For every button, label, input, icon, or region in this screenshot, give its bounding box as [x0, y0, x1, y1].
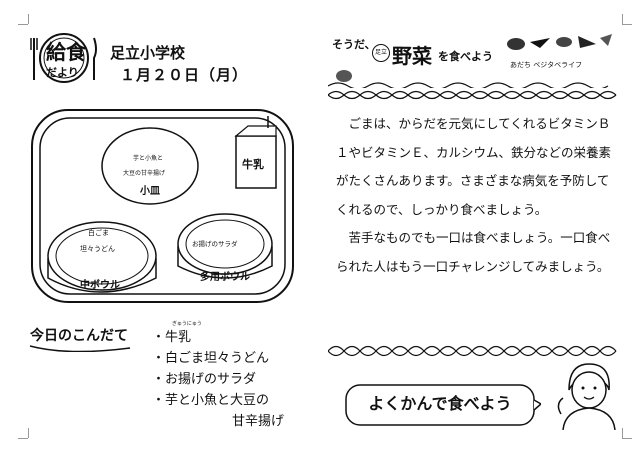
multi-bowl-text: お揚げのサラダ — [192, 240, 238, 248]
medium-bowl-text: 坦々うどん — [80, 245, 115, 253]
crop-mark — [622, 428, 632, 439]
adachi-badge: 足立 — [372, 44, 390, 62]
kyushoku-dayori-logo: 給食 だより — [28, 30, 100, 86]
medium-bowl-label: 中ボウル — [80, 280, 120, 291]
menu-item: 甘辛揚げ — [232, 414, 285, 429]
small-plate-label: 小皿 — [140, 186, 160, 197]
logo-subtitle: だより — [46, 66, 79, 79]
crop-mark — [28, 14, 39, 24]
vegetable-illustrations-icon — [328, 34, 612, 88]
lunch-tray: 牛乳 芋と小魚と 大豆の甘辛揚げ 小皿 白ごま 坦々うどん 中ボウル お揚げのサ… — [30, 108, 295, 304]
crop-mark — [612, 428, 623, 438]
menu-heading: 今日のこんだて — [28, 322, 133, 352]
menu-item: ・芋と小魚と大豆の — [152, 393, 270, 408]
crop-mark — [28, 428, 39, 438]
medium-bowl-text: 白ごま — [88, 229, 109, 237]
article-paragraph: 苦手なものでも一口は食べましょう。一口食べられた人はもう一口チャレンジしてみまし… — [336, 230, 611, 274]
menu-item: ・白ごま坦々うどん — [152, 351, 270, 366]
veg-prefix: そうだ、 — [332, 38, 376, 51]
veg-suffix: を食べよう — [438, 50, 493, 63]
milk-ruby: ぎゅうにゅう — [172, 321, 202, 327]
crop-mark — [18, 24, 28, 35]
vegetable-border-icon — [328, 90, 617, 100]
multi-bowl-label: 多用ボウル — [200, 272, 250, 283]
article-paragraph: ごまは、からだを元気にしてくれるビタミンＢ１やビタミンＥ、カルシウム、鉄分などの… — [336, 116, 612, 217]
crop-mark — [612, 14, 623, 24]
menu-heading-text: 今日のこんだて — [30, 328, 128, 344]
vegetable-header: そうだ、 足立 野菜 を食べよう あだち ベジタベライフ — [328, 30, 618, 88]
vegetable-border-icon — [328, 345, 617, 357]
plate-fork-knife-icon — [30, 33, 97, 83]
school-name: 足立小学校 — [110, 44, 186, 62]
milk-label: 牛乳 — [242, 158, 264, 171]
menu-item: ・牛乳 — [152, 330, 192, 345]
menu-list: ・牛乳 ・白ごま坦々うどん ・お揚げのサラダ ・芋と小魚と大豆の 甘辛揚げ — [152, 327, 284, 432]
slogan-text: よくかんで食べよう — [368, 394, 512, 413]
article: ごまは、からだを元気にしてくれるビタミンＢ１やビタミンＥ、カルシウム、鉄分などの… — [336, 110, 618, 281]
menu-item: ・お揚げのサラダ — [152, 372, 257, 387]
crop-mark — [622, 24, 632, 35]
crop-mark — [18, 428, 28, 439]
veg-title: 野菜 — [392, 44, 432, 68]
nutritionist-illustration-icon — [557, 363, 616, 430]
small-plate-text: 大豆の甘辛揚げ — [123, 170, 166, 177]
date: １月２０日（月） — [120, 66, 249, 84]
slogan-bubble: よくかんで食べよう — [345, 384, 541, 428]
logo-title: 給食 — [46, 40, 86, 64]
veg-subtitle: あだち ベジタベライフ — [510, 61, 583, 69]
small-plate-text: 芋と小魚と — [133, 155, 164, 162]
